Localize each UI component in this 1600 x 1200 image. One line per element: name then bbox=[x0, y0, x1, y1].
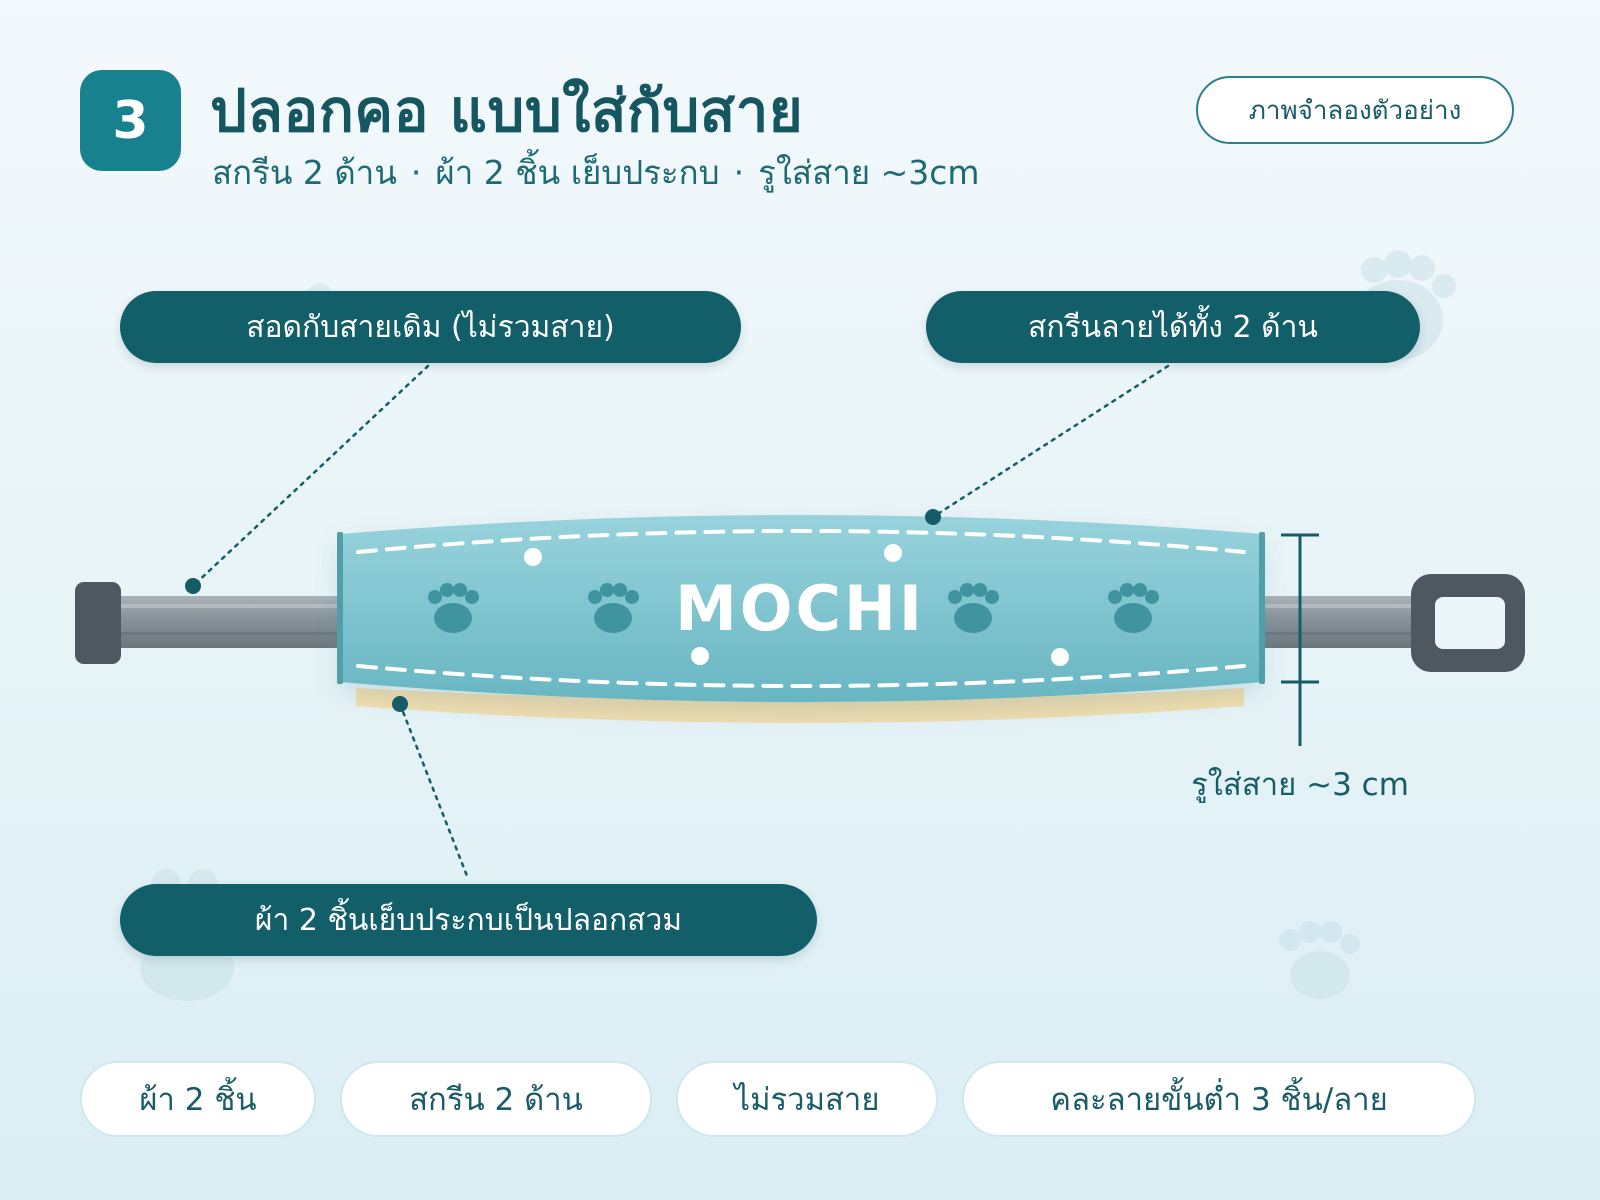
bottom-stitch-line bbox=[356, 664, 1246, 688]
subtitle-screen-sides: สกรีน 2 ด้าน bbox=[212, 153, 397, 192]
paw-icon bbox=[428, 583, 479, 633]
hole-size-label: รูใส่สาย ~3 cm bbox=[1191, 767, 1409, 803]
sleeve-dot bbox=[1051, 648, 1069, 666]
sample-image-label: ภาพจำลองตัวอย่าง bbox=[1196, 76, 1514, 144]
hole-size-indicator bbox=[1281, 533, 1319, 746]
step-number-badge: 3 bbox=[80, 70, 181, 171]
paw-icon bbox=[1108, 583, 1159, 633]
subtitle-strap-hole: รูใส่สาย ~3cm bbox=[758, 153, 980, 192]
feature-chip-minimum-order: คละลายขั้นต่ำ 3 ชิ้น/ลาย bbox=[962, 1061, 1476, 1137]
subtitle-separator: · bbox=[733, 153, 745, 192]
sleeve-dot bbox=[691, 647, 709, 665]
callout-screen-both-sides: สกรีนลายได้ทั้ง 2 ด้าน bbox=[926, 291, 1420, 363]
callout-leader-screen bbox=[925, 364, 1170, 525]
sleeve-right-edge bbox=[1259, 532, 1265, 684]
callout-leader-fabric bbox=[392, 696, 469, 878]
collar-sleeve bbox=[340, 515, 1262, 702]
strap-buckle bbox=[1411, 574, 1525, 672]
strap-end-tip bbox=[75, 582, 121, 664]
page-title: ปลอกคอ แบบใส่กับสาย bbox=[210, 77, 804, 145]
page-subtitle: สกรีน 2 ด้าน · ผ้า 2 ชิ้น เย็บประกบ · รูใส่ส… bbox=[212, 146, 980, 199]
paw-icon bbox=[948, 583, 999, 633]
sleeve-name-text: MOCHI bbox=[675, 572, 925, 645]
callout-two-fabric-pieces: ผ้า 2 ชิ้นเย็บประกบเป็นปลอกสวม bbox=[120, 884, 817, 956]
subtitle-fabric-pieces: ผ้า 2 ชิ้น เย็บประกบ bbox=[435, 153, 720, 192]
sleeve-dot bbox=[884, 544, 902, 562]
callout-fits-existing-strap: สอดกับสายเดิม (ไม่รวมสาย) bbox=[120, 291, 741, 363]
back-fabric-piece bbox=[356, 688, 1244, 723]
callout-leader-strap bbox=[185, 364, 430, 594]
feature-chip-screen-sides: สกรีน 2 ด้าน bbox=[340, 1061, 652, 1137]
sleeve-left-edge bbox=[337, 532, 343, 684]
background-paw-print-2 bbox=[1279, 921, 1360, 999]
sleeve-dot bbox=[524, 548, 542, 566]
paw-icon bbox=[588, 583, 639, 633]
subtitle-separator: · bbox=[410, 153, 422, 192]
top-stitch-line bbox=[356, 529, 1246, 554]
feature-chip-fabric-pieces: ผ้า 2 ชิ้น bbox=[80, 1061, 316, 1137]
feature-chip-strap-not-included: ไม่รวมสาย bbox=[676, 1061, 938, 1137]
